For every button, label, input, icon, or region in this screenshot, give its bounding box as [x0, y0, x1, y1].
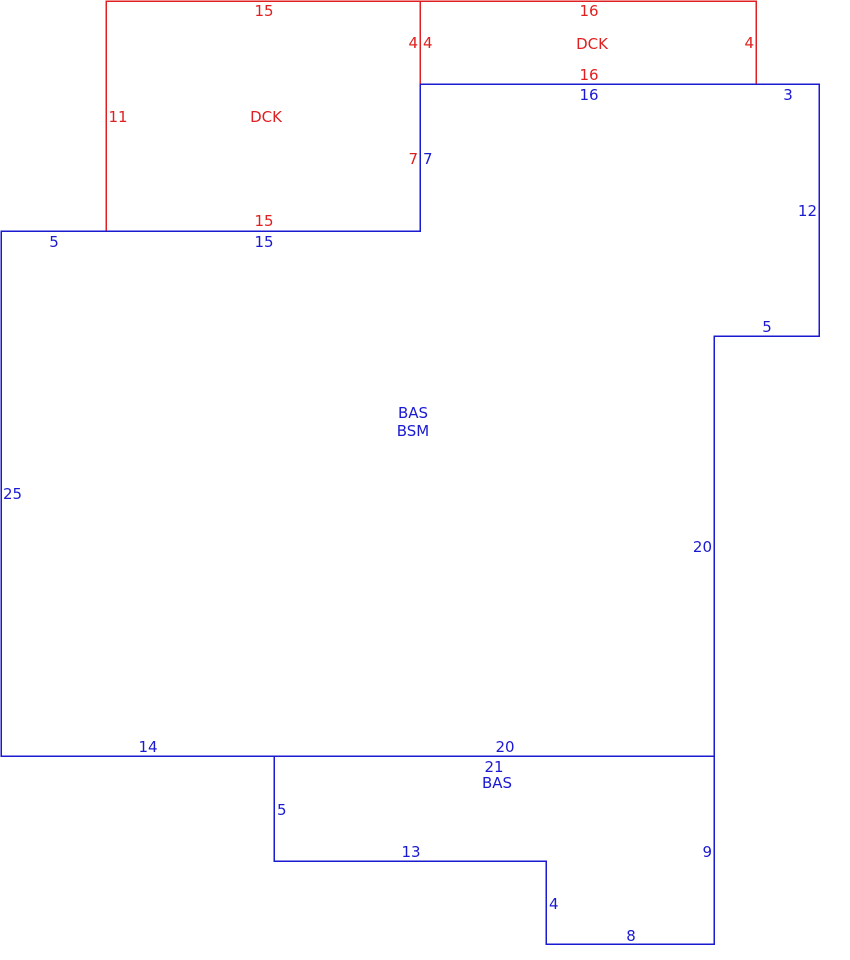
- bas-lower-outline: [273, 755, 715, 945]
- dck-right-left-dimension: 4: [423, 34, 433, 52]
- bas-lower-top-dimension: 21: [484, 758, 503, 776]
- bas-main-top-left-dimension: 5: [49, 233, 59, 251]
- bas-main-bottom-right-dimension: 20: [495, 738, 514, 756]
- bas-main-top-right-dimension: 3: [783, 86, 793, 104]
- dck-left-area-label: DCK: [250, 108, 283, 126]
- dck-left-right-lower-dimension: 7: [408, 150, 418, 168]
- dck-left-bottom-dimension: 15: [254, 212, 273, 230]
- dck-left-left-dimension: 11: [108, 108, 127, 126]
- bas-main-bottom-left-dimension: 14: [138, 738, 157, 756]
- dck-right-bottom-dimension: 16: [579, 66, 598, 84]
- dck-left-top-dimension: 15: [254, 2, 273, 20]
- bas-main-area-label: BAS: [398, 404, 428, 422]
- bas-lower-step-vertical-dimension: 4: [549, 895, 559, 913]
- bas-main-inner-vertical-dimension: 7: [423, 150, 433, 168]
- bas-main-top-dimension: 16: [579, 86, 598, 104]
- dck-right-top-dimension: 16: [579, 2, 598, 20]
- bas-main-right-upper-dimension: 12: [798, 202, 817, 220]
- bas-lower-right-dimension: 9: [702, 843, 712, 861]
- bas-main-right-lower-dimension: 20: [693, 538, 712, 556]
- bas-main-left-dimension: 25: [3, 485, 22, 503]
- bas-main-top-middle-dimension: 15: [254, 233, 273, 251]
- bas-lower-left-dimension: 5: [277, 801, 287, 819]
- bas-lower-step-horizontal-dimension: 13: [401, 843, 420, 861]
- dck-right-area-label: DCK: [576, 35, 609, 53]
- bas-main-step-dimension: 5: [762, 318, 772, 336]
- bas-lower-area-label: BAS: [482, 774, 512, 792]
- bas-main-area-label-2: BSM: [397, 422, 430, 440]
- bas-lower-bottom-dimension: 8: [626, 927, 636, 945]
- dck-left-right-upper-dimension: 4: [408, 34, 418, 52]
- dck-right-right-dimension: 4: [744, 34, 754, 52]
